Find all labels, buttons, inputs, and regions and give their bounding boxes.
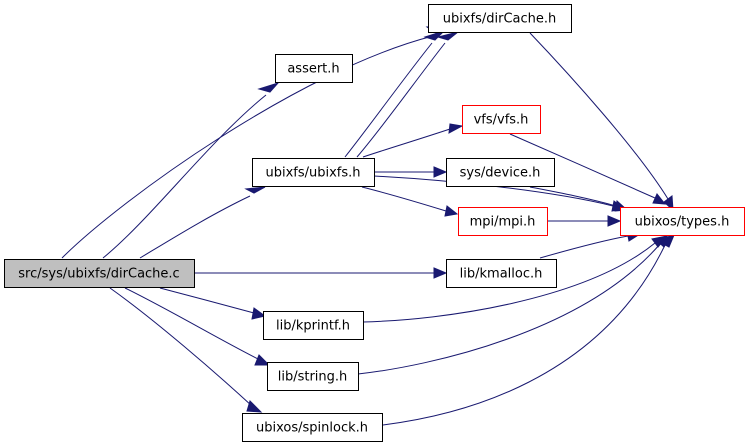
node-box[interactable] [462,105,541,134]
graph-node-string_h[interactable]: lib/string.h [267,362,359,391]
node-label: ubixfs/ubixfs.h [265,166,360,181]
graph-node-vfs_h[interactable]: vfs/vfs.h [462,105,541,134]
arrow-head-icon [436,31,459,41]
node-label: ubixos/types.h [635,215,730,230]
edges-layer [61,24,675,426]
node-box[interactable] [263,311,364,340]
edge-dircache_c-to-spinlock_h [109,287,263,413]
arrow-head-icon [251,307,267,320]
node-label: vfs/vfs.h [474,113,529,128]
graph-node-kprintf_h[interactable]: lib/kprintf.h [263,311,364,340]
edge-line [539,235,629,259]
graph-node-device_h[interactable]: sys/device.h [446,158,555,187]
node-box[interactable] [252,158,375,187]
graph-node-dircache_h[interactable]: ubixfs/dirCache.h [428,4,572,33]
edge-vfs_h-to-types_h [509,133,667,205]
graph-node-kmalloc_h[interactable]: lib/kmalloc.h [446,259,557,288]
node-box[interactable] [620,207,745,236]
edge-ubixfs_h-to-dircache_h [344,30,445,158]
edge-dircache_c-to-assert_h [102,81,280,259]
arrow-head-icon [257,81,280,93]
edge-line [357,243,661,375]
edge-mpi_h-to-types_h [548,215,622,227]
node-label: assert.h [287,62,339,77]
edge-dircache_c-to-dircache_h [61,24,448,259]
edge-line [159,287,255,314]
arrow-head-icon [607,215,622,227]
edge-dircache_c-to-kprintf_h [159,287,267,320]
edge-line [382,244,666,426]
edge-line [361,186,447,212]
edge-ubixfs_h-to-vfs_h [362,123,464,158]
arrow-head-icon [448,123,464,134]
edge-line [344,42,433,158]
arrow-head-icon [444,205,459,217]
node-box[interactable] [275,54,353,83]
edge-dircache_c-to-ubixfs_h [139,186,266,259]
edge-string_h-to-types_h [357,235,673,375]
arrow-head-icon [658,233,675,248]
node-label: src/sys/ubixfs/dirCache.c [18,267,179,282]
node-label: ubixfs/dirCache.h [443,12,557,27]
edge-ubixfs_h-to-device_h [375,166,448,178]
edge-spinlock_h-to-types_h [382,233,675,426]
node-box[interactable] [446,259,557,288]
edge-line [362,128,451,158]
arrow-head-icon [663,195,674,212]
edge-line [362,242,656,323]
edge-line [356,42,446,158]
node-label: lib/kmalloc.h [460,267,543,282]
arrow-head-icon [652,193,667,205]
edge-line [102,94,267,259]
node-box[interactable] [267,362,359,391]
edge-line [139,195,251,259]
node-label: ubixos/spinlock.h [256,421,368,436]
graph-node-dircache_c[interactable]: src/sys/ubixfs/dirCache.c [4,259,195,288]
edge-line [529,32,669,200]
node-box[interactable] [458,207,548,236]
graph-node-mpi_h[interactable]: mpi/mpi.h [458,207,548,236]
graph-node-types_h[interactable]: ubixos/types.h [620,207,745,236]
arrow-head-icon [254,354,271,366]
arrow-head-icon [244,186,266,194]
edge-line [529,186,617,207]
arrow-head-icon [433,166,448,178]
arrow-head-icon [433,267,448,279]
arrow-head-icon [246,400,263,413]
node-box[interactable] [4,259,195,288]
edge-line [509,133,656,199]
node-label: lib/string.h [278,370,348,385]
node-box[interactable] [446,158,555,187]
edge-ubixfs_h-to-mpi_h [361,186,459,217]
node-label: lib/kprintf.h [276,319,350,334]
edge-line [109,287,253,407]
edge-line [61,35,434,259]
edge-line [124,287,261,361]
edge-dircache_c-to-kmalloc_h [195,267,448,279]
nodes-layer: ubixfs/dirCache.h assert.h vfs/vfs.h ubixfs… [4,4,745,442]
edge-dircache_c-to-string_h [124,287,271,366]
arrow-head-icon [423,30,445,41]
graph-node-spinlock_h[interactable]: ubixos/spinlock.h [242,413,383,442]
node-box[interactable] [242,413,383,442]
graph-node-ubixfs_h[interactable]: ubixfs/ubixfs.h [252,158,375,187]
edge-dircache_h-to-types_h [529,32,674,212]
graph-node-assert_h[interactable]: assert.h [275,54,353,83]
edge-ubixfs_h-to-dircache_h [356,31,459,158]
node-label: mpi/mpi.h [470,215,536,230]
node-label: sys/device.h [460,166,541,181]
node-box[interactable] [428,4,572,33]
